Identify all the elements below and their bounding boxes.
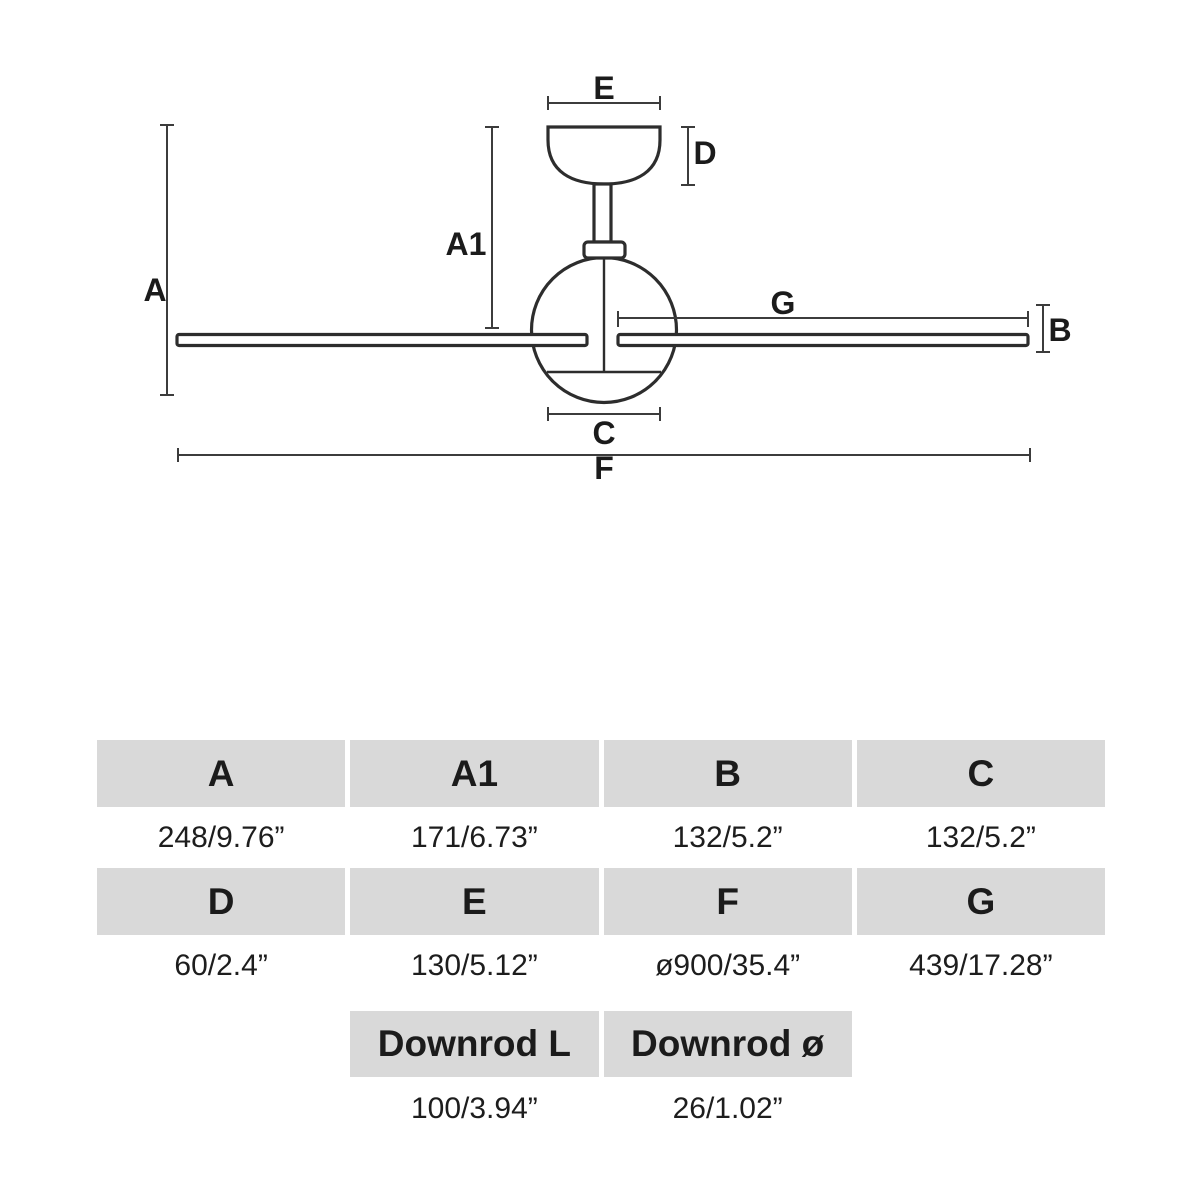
dim-line-d — [681, 126, 695, 186]
header-cell-g: G — [856, 868, 1105, 935]
header-cell-f: F — [603, 868, 852, 935]
table-value-row-2: 60/2.4” 130/5.12” ø900/35.4” 439/17.28” — [97, 935, 1105, 996]
value-cell-f: ø900/35.4” — [603, 935, 852, 996]
header-cell-a: A — [97, 740, 346, 807]
value-cell-c: 132/5.2” — [856, 807, 1105, 868]
fan-outline — [175, 125, 1030, 405]
dim-line-f — [177, 448, 1031, 462]
value-cell-a: 248/9.76” — [97, 807, 346, 868]
table-section-spacer — [97, 996, 1105, 1011]
table-header-row-3: Downrod L Downrod ø — [97, 1011, 1105, 1077]
header-cell-a1: A1 — [350, 740, 599, 807]
dimensions-table: A A1 B C 248/9.76” 171/6.73” 132/5.2” 13… — [97, 740, 1105, 1141]
canopy — [546, 125, 662, 186]
dimension-labels: A A1 E D G B C F — [143, 70, 1071, 486]
value-cell-a1: 171/6.73” — [350, 807, 599, 868]
value-cell-e: 130/5.12” — [350, 935, 599, 996]
downrod-collar — [582, 240, 627, 260]
blade-right — [616, 332, 1030, 348]
label-e: E — [593, 70, 614, 106]
header-cell-downrod-l: Downrod L — [350, 1011, 599, 1077]
table-header-row-2: D E F G — [97, 868, 1105, 935]
dim-line-a — [160, 124, 174, 396]
value-cell-downrod-l: 100/3.94” — [350, 1077, 599, 1141]
label-g: G — [771, 285, 796, 321]
value-cell-g: 439/17.28” — [856, 935, 1105, 996]
table-value-row-3: 100/3.94” 26/1.02” — [97, 1077, 1105, 1141]
header-cell-downrod-dia: Downrod ø — [603, 1011, 852, 1077]
header-cell-e: E — [350, 868, 599, 935]
label-c: C — [592, 415, 615, 451]
dim-line-a1 — [485, 126, 499, 329]
downrod — [592, 182, 613, 244]
label-a: A — [143, 272, 166, 308]
dimension-lines — [160, 96, 1050, 462]
table-header-row-1: A A1 B C — [97, 740, 1105, 807]
label-a1: A1 — [446, 226, 487, 262]
label-b: B — [1048, 312, 1071, 348]
dim-line-c — [547, 407, 661, 421]
label-d: D — [693, 135, 716, 171]
table-value-row-1: 248/9.76” 171/6.73” 132/5.2” 132/5.2” — [97, 807, 1105, 868]
blade-left — [175, 332, 589, 348]
dim-line-e — [547, 96, 661, 110]
label-f: F — [594, 450, 614, 486]
value-cell-d: 60/2.4” — [97, 935, 346, 996]
dim-line-b — [1036, 304, 1050, 353]
header-cell-d: D — [97, 868, 346, 935]
value-cell-b: 132/5.2” — [603, 807, 852, 868]
value-cell-downrod-dia: 26/1.02” — [603, 1077, 852, 1141]
header-cell-c: C — [856, 740, 1105, 807]
dim-line-g — [617, 311, 1029, 327]
header-cell-b: B — [603, 740, 852, 807]
ceiling-fan-dimension-diagram: A A1 E D G B C F — [143, 70, 1071, 486]
